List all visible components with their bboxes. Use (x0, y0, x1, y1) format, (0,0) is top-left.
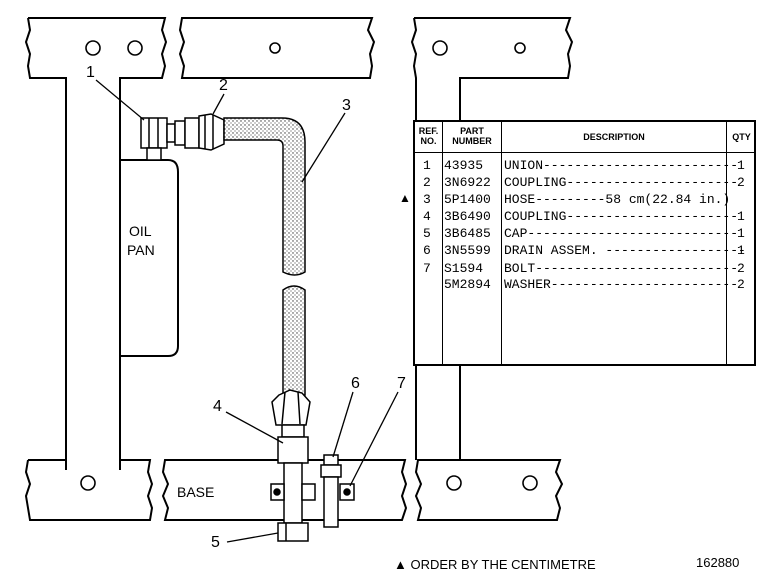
callout-1: 1 (86, 64, 95, 81)
description-cell: HOSE---------58 cm(22.84 in.) (504, 192, 731, 207)
description-cell: COUPLING---------------------- (504, 209, 739, 224)
header-part-line2: NUMBER (452, 136, 492, 146)
callout-6: 6 (351, 375, 360, 392)
part-number-cell: 43935 (444, 158, 484, 173)
frame-holes (80, 40, 538, 491)
header-part-line1: PART (460, 126, 484, 136)
callout-5: 5 (211, 534, 220, 551)
qty-cell: 1 (737, 226, 745, 241)
order-marker-icon: ▲ (399, 191, 411, 205)
column-divider (726, 122, 727, 364)
coupling-lower (271, 389, 311, 464)
description-cell: CAP--------------------------- (504, 226, 739, 241)
part-number-cell: 3B6490 (444, 209, 491, 224)
column-divider (442, 122, 443, 364)
coupling-upper (174, 113, 225, 151)
union-fitting (140, 117, 176, 161)
callout-4: 4 (213, 398, 222, 415)
header-ref-no: REF. NO. (415, 126, 442, 146)
engine-frame (24, 17, 574, 521)
hose-upper (223, 117, 306, 276)
header-ref-line2: NO. (420, 136, 437, 146)
table-row: 5 3B6485 CAP---------------------------1 (415, 226, 754, 243)
part-number-cell: 3B6485 (444, 226, 491, 241)
ref-cell: 4 (423, 209, 431, 224)
order-note: ▲ ORDER BY THE CENTIMETRE (394, 557, 596, 572)
description-cell: WASHER------------------------ (504, 277, 739, 292)
table-row: 4 3B6490 COUPLING----------------------1 (415, 209, 754, 226)
callout-3: 3 (342, 97, 351, 114)
qty-cell: 1 (737, 158, 745, 173)
ref-cell: 6 (423, 243, 431, 258)
oil-pan-label-line1: OIL (129, 223, 152, 239)
base-label: BASE (177, 484, 215, 500)
ref-cell: 1 (423, 158, 431, 173)
part-number-cell: S1594 (444, 261, 484, 276)
part-number-cell: 3N6922 (444, 175, 491, 190)
oil-pan-label-line2: PAN (127, 242, 155, 258)
qty-cell: 1 (737, 243, 745, 258)
figure-number: 162880 (696, 555, 740, 570)
ref-cell: 2 (423, 175, 431, 190)
header-description: DESCRIPTION (583, 132, 645, 142)
leader-lines (95, 79, 399, 543)
table-row: 3 5P1400 HOSE---------58 cm(22.84 in.) (415, 192, 754, 209)
ref-cell: 7 (423, 261, 431, 276)
table-row: 6 3N5599 DRAIN ASSEM. ------------------1 (415, 243, 754, 260)
ref-cell: 5 (423, 226, 431, 241)
qty-cell: 1 (737, 209, 745, 224)
hose-lower (282, 285, 306, 396)
qty-cell: 2 (737, 261, 745, 276)
part-number-cell: 5M2894 (444, 277, 491, 292)
table-row: 7 S1594 BOLT--------------------------2 (415, 261, 754, 278)
header-ref-line1: REF. (418, 126, 439, 136)
header-divider (415, 152, 754, 153)
description-cell: UNION------------------------- (504, 158, 739, 173)
header-part-number: PART NUMBER (443, 126, 501, 146)
column-divider (501, 122, 502, 364)
callout-7: 7 (397, 375, 406, 392)
description-cell: BOLT-------------------------- (504, 261, 739, 276)
drain-pipe (270, 462, 316, 542)
header-qty: QTY (732, 132, 751, 142)
description-cell: DRAIN ASSEM. ------------------ (504, 243, 746, 258)
drain-assembly (320, 454, 355, 528)
qty-cell: 2 (737, 277, 745, 292)
description-cell: COUPLING---------------------- (504, 175, 739, 190)
qty-cell: 2 (737, 175, 745, 190)
part-number-cell: 3N5599 (444, 243, 491, 258)
table-row: 5M2894 WASHER------------------------2 (415, 277, 754, 294)
part-number-cell: 5P1400 (444, 192, 491, 207)
callout-2: 2 (219, 77, 228, 94)
ref-cell: 3 (423, 192, 431, 207)
